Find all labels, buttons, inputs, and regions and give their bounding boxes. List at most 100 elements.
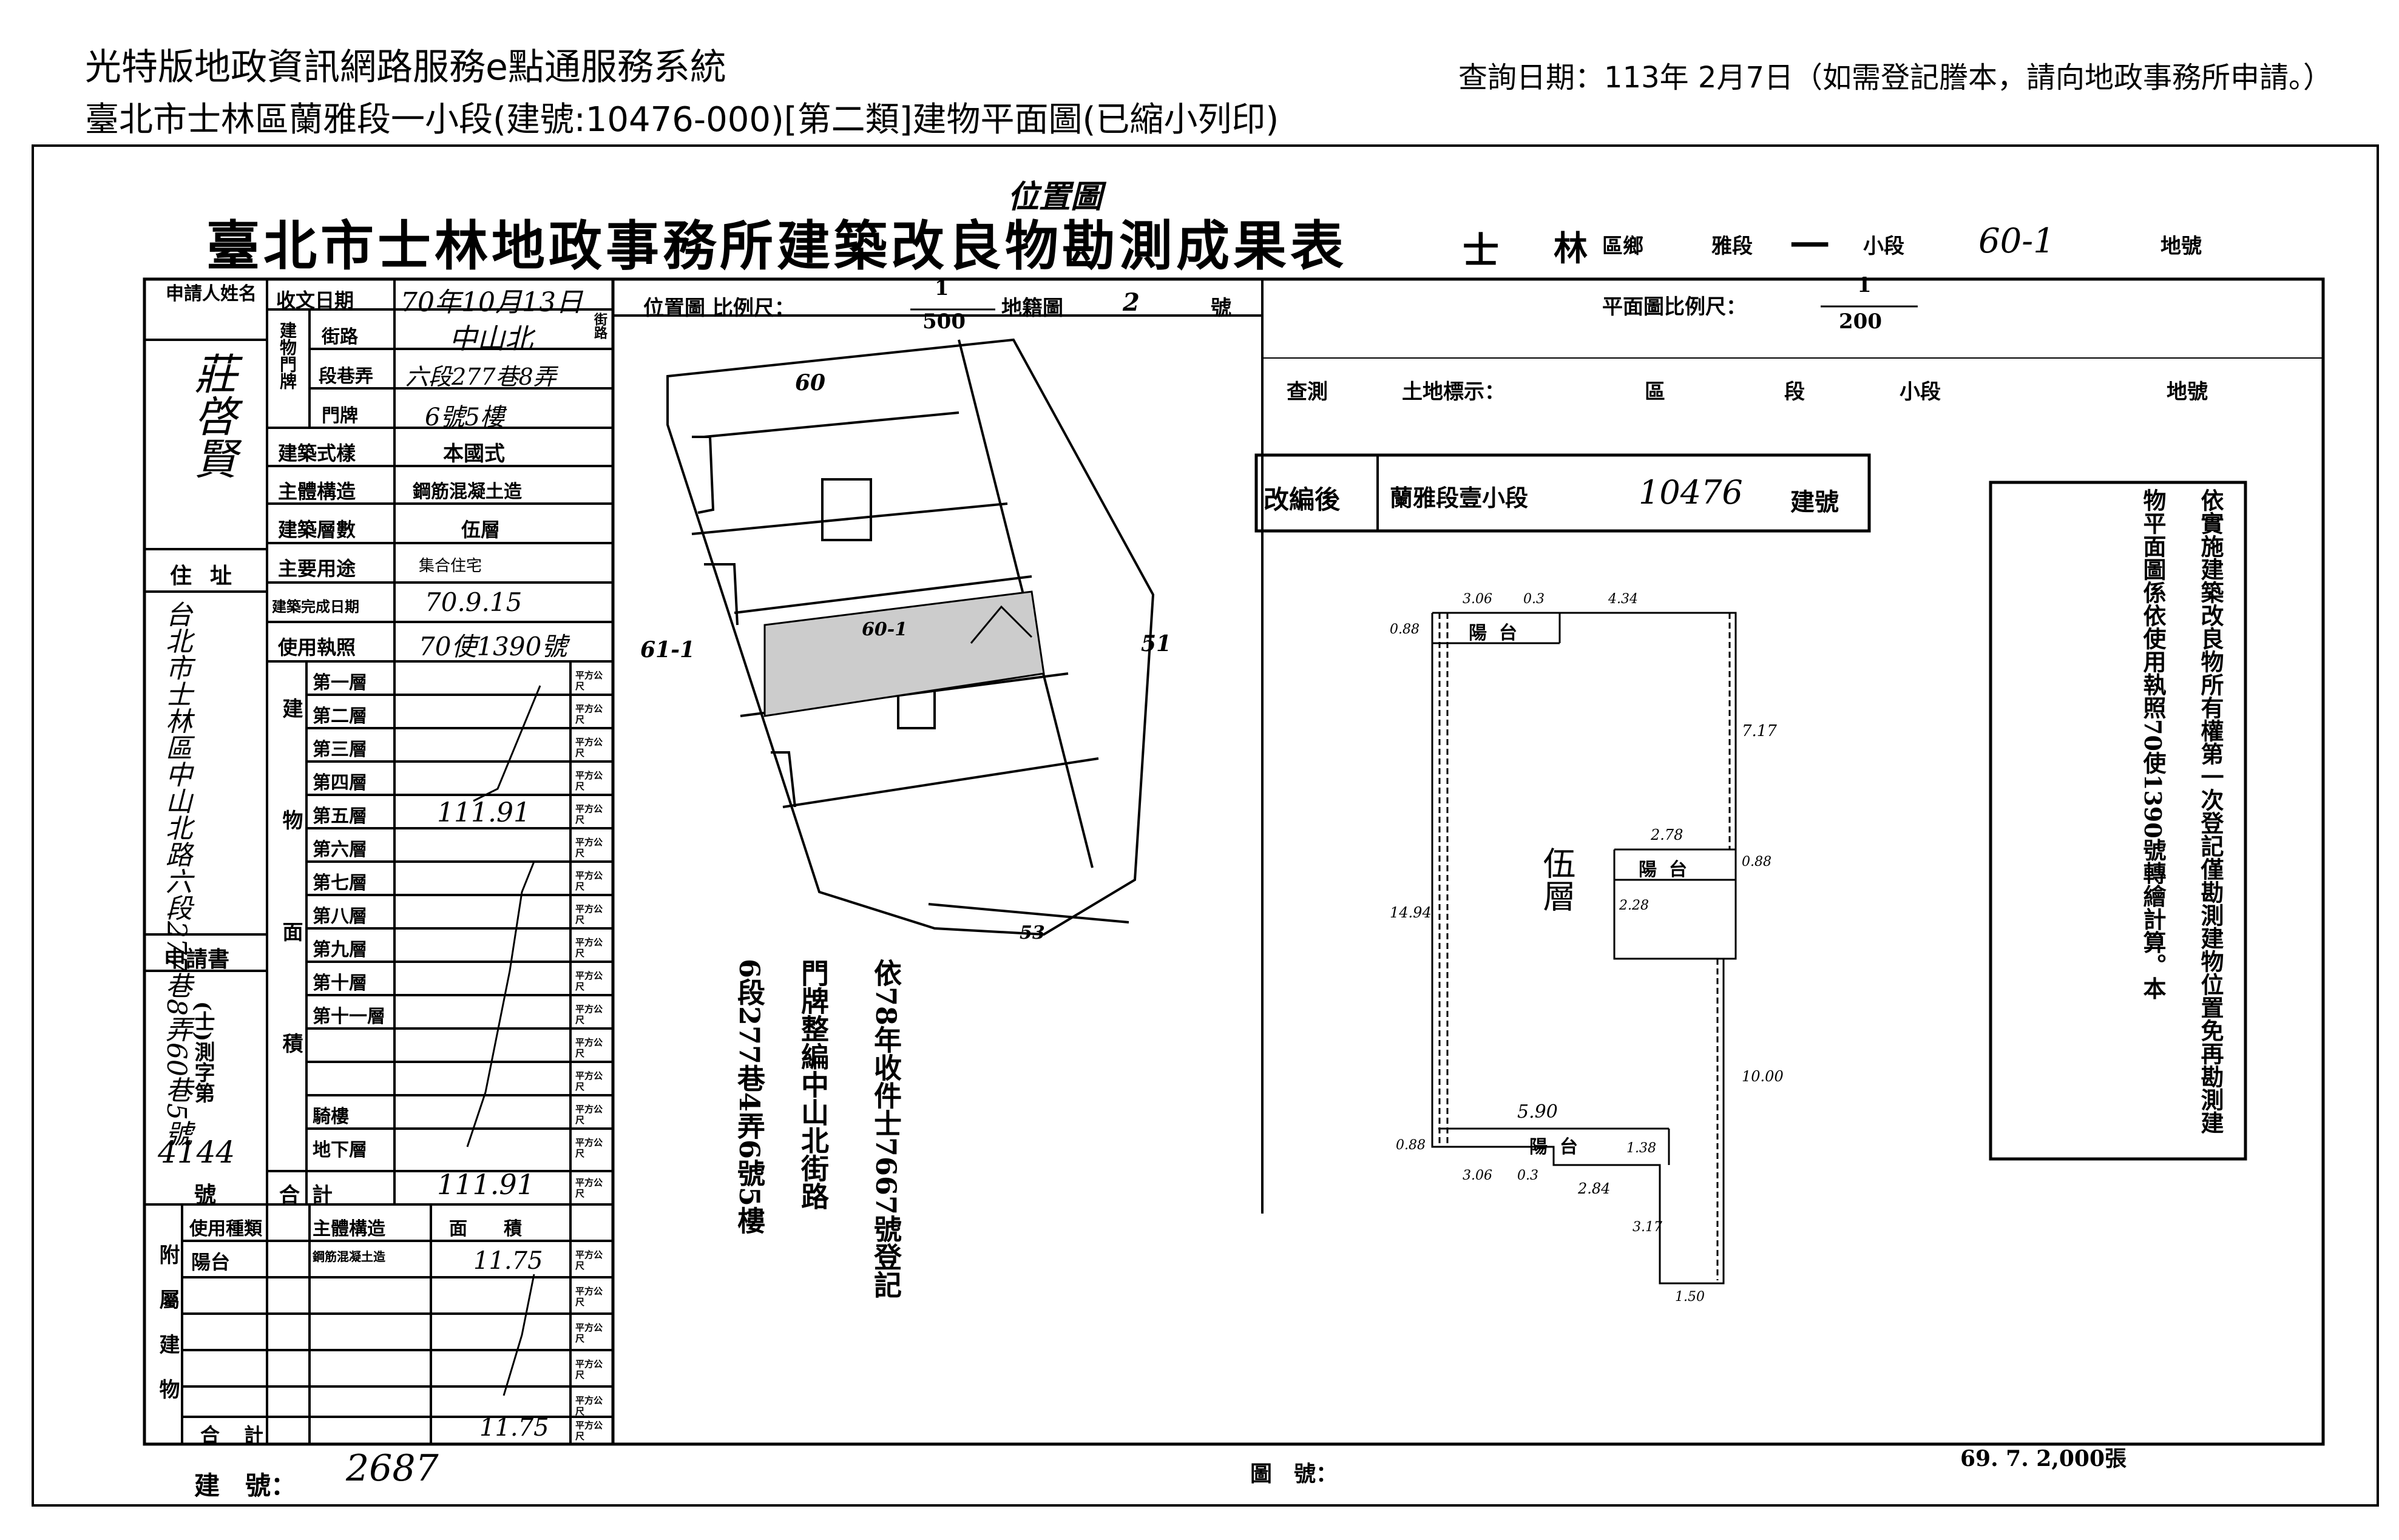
floors-label: 建築層數 <box>278 518 356 541</box>
title-annotation: 位置圖 <box>1007 178 1103 215</box>
attached-unit: 平方公尺 <box>575 1395 603 1417</box>
system-title: 光特版地政資訊網路服務e點通服務系統 <box>85 46 726 89</box>
floor-row-unit: 平方公尺 <box>575 770 603 792</box>
floor-row-unit: 平方公尺 <box>575 870 603 892</box>
address-label: 住址 <box>170 563 251 589</box>
attached-unit: 平方公尺 <box>575 1249 603 1271</box>
floor-row-label: 第九層 <box>313 939 367 961</box>
loc-unit1: 區鄉 <box>1602 234 1643 258</box>
land-unit-district: 區 <box>1645 380 1665 404</box>
loc-district2: 林 <box>1554 229 1588 269</box>
map-note-1: 依78年收件士7667號登記 <box>870 959 902 1299</box>
lot-61-1: 61-1 <box>640 637 695 663</box>
floor-row-label: 第十層 <box>313 973 367 994</box>
document-frame <box>32 144 2379 1507</box>
dim-8: 2.28 <box>1619 898 1649 913</box>
dim-13: 1.38 <box>1626 1141 1656 1156</box>
document-subtitle: 臺北市士林區蘭雅段一小段(建號:10476-000)[第二類]建物平面圖(已縮小… <box>85 100 1279 140</box>
applicant-label: 申請人姓名 <box>166 283 257 305</box>
applicant-name: 莊啓賢 <box>188 352 237 479</box>
door-street-label: 街路 <box>322 326 358 348</box>
floor-row-label: 第三層 <box>313 739 367 760</box>
floor-row-unit: 平方公尺 <box>575 1037 603 1059</box>
dim-12: 0.88 <box>1396 1138 1426 1153</box>
floor-row-label: 第六層 <box>313 839 367 860</box>
renumber-label: 改編後 <box>1264 485 1341 515</box>
land-unit-subsection: 小段 <box>1900 380 1941 404</box>
apply-date: 70年10月13日 <box>401 287 583 318</box>
usage: 集合住宅 <box>419 557 482 575</box>
dim-9: 14.94 <box>1390 904 1432 921</box>
loc-map-scale-label: 位置圖 比例尺： <box>643 296 795 320</box>
loc-district: 士 <box>1463 230 1499 272</box>
land-label: 土地標示： <box>1402 380 1505 404</box>
permit: 70使1390號 <box>419 632 567 661</box>
loc-unit2: 小段 <box>1863 234 1904 258</box>
attached-area: 11.75 <box>473 1247 543 1275</box>
dim-18: 1.50 <box>1675 1289 1705 1305</box>
loc-unit3: 地號 <box>2160 234 2202 258</box>
floor-row-unit: 平方公尺 <box>575 803 603 825</box>
dim-16: 2.84 <box>1578 1180 1611 1197</box>
lot-53: 53 <box>1020 922 1045 944</box>
address-value: 台北市士林區中山北路六段277巷8弄60巷5號 <box>161 601 192 1147</box>
door-number: 6號5樓 <box>425 404 504 431</box>
completion: 70.9.15 <box>425 587 523 617</box>
dim-5: 7.17 <box>1742 722 1777 740</box>
loc-section-num: 一 <box>1790 224 1829 269</box>
loc-map-scale-num: 1 <box>935 276 949 300</box>
total-unit: 平方公尺 <box>575 1177 603 1199</box>
usage-label: 主要用途 <box>278 557 356 580</box>
land-unit-lot: 地號 <box>2167 380 2208 404</box>
floor-row-label: 第五層 <box>313 806 367 827</box>
building-no: 2687 <box>346 1447 439 1490</box>
print-note: 69. 7. 2,000張 <box>1960 1446 2127 1471</box>
floor-row-label: 第一層 <box>313 672 367 694</box>
attached-unit: 平方公尺 <box>575 1359 603 1380</box>
survey-label: 查測 <box>1287 380 1328 404</box>
floor-row-unit: 平方公尺 <box>575 1137 603 1159</box>
dim-10: 10.00 <box>1742 1068 1784 1085</box>
apply-date-label: 收文日期 <box>276 289 354 312</box>
survey-number-label: (士)測字第 <box>191 1001 215 1104</box>
dim-14: 3.06 <box>1463 1168 1492 1183</box>
structure: 鋼筋混凝土造 <box>413 481 522 502</box>
dim-1: 3.06 <box>1463 592 1492 607</box>
map-note-3: 6段277巷4弄6號5樓 <box>733 959 766 1235</box>
dim-15: 0.3 <box>1517 1168 1538 1183</box>
plan-balcony-top: 陽台 <box>1469 623 1529 644</box>
renumber-number: 10476 <box>1639 473 1743 512</box>
plan-floor-name: 伍層 <box>1537 846 1575 912</box>
renumber-suffix: 建號 <box>1790 488 1839 516</box>
survey-number-suffix: 號 <box>194 1182 217 1207</box>
attached-structure: 鋼筋混凝土造 <box>313 1249 385 1264</box>
floor-row-unit: 平方公尺 <box>575 937 603 959</box>
attached-header-structure: 主體構造 <box>313 1218 385 1240</box>
floor-row-unit: 平方公尺 <box>575 1104 603 1126</box>
floor-row-label: 第二層 <box>313 706 367 727</box>
total-label: 合計 <box>279 1183 345 1207</box>
dim-2: 0.3 <box>1523 592 1545 607</box>
area-group-label: 建物面積 <box>279 698 303 1144</box>
door-lane-label: 段巷弄 <box>319 366 373 387</box>
floor-row-unit: 平方公尺 <box>575 737 603 758</box>
floors: 伍層 <box>461 518 501 541</box>
door-street: 中山北 <box>449 322 533 355</box>
door-lane: 六段277巷8弄 <box>405 363 557 390</box>
map-no-label: 圖 號： <box>1250 1461 1338 1487</box>
plan-scale-label: 平面圖比例尺： <box>1602 295 1747 319</box>
attached-unit: 平方公尺 <box>575 1322 603 1344</box>
door-group-label: 建物門牌 <box>277 322 297 390</box>
loc-map-suffix: 號 <box>1211 296 1231 320</box>
form-title: 臺北市士林地政事務所建築改良物勘測成果表 <box>206 214 1348 277</box>
door-street-suffix: 街路 <box>592 312 607 339</box>
plan-side-note: 依實施建築改良物所有權第一次登記僅勘測建物位置免再勘測建物平面圖係依使用執照70… <box>2139 488 2224 1134</box>
total-value: 111.91 <box>437 1168 535 1201</box>
floor-row-label: 第十一層 <box>313 1006 385 1027</box>
structure-label: 主體構造 <box>278 480 356 503</box>
dim-17: 3.17 <box>1633 1220 1662 1235</box>
attached-unit: 平方公尺 <box>575 1286 603 1308</box>
lot-51: 51 <box>1141 631 1172 657</box>
attached-header-use: 使用種類 <box>189 1218 262 1240</box>
loc-map-scale-den: 500 <box>922 309 966 334</box>
